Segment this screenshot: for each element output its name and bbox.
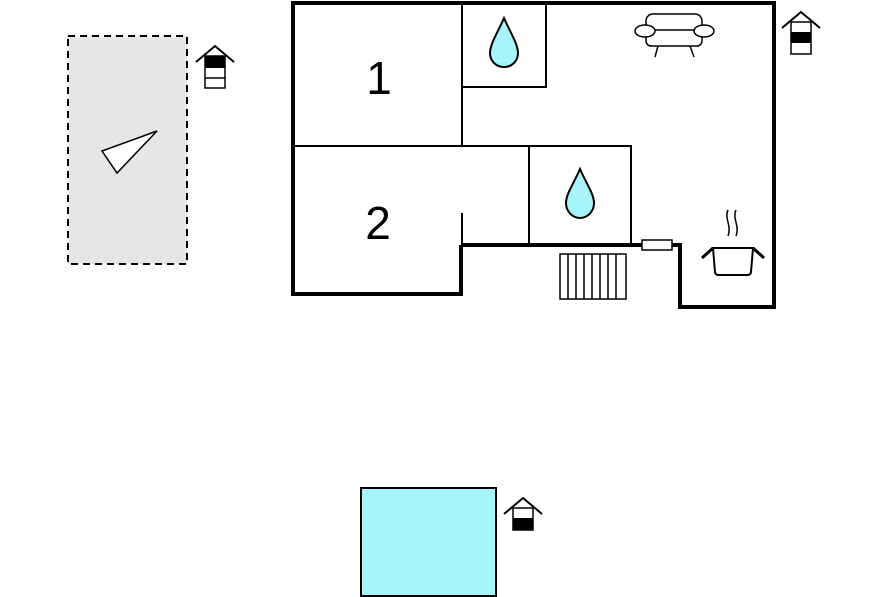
bathroom-middle	[528, 145, 632, 246]
house-floor-icon	[195, 44, 235, 89]
house-floor-icon	[503, 496, 543, 531]
water-drop-icon	[564, 166, 596, 220]
pool	[360, 487, 497, 597]
bathroom-top	[461, 2, 547, 88]
house-floor-icon	[781, 10, 821, 55]
water-drop-icon	[488, 15, 520, 69]
sofa-icon	[634, 13, 715, 58]
room-2-label: 2	[365, 197, 391, 249]
room-1-label: 1	[366, 52, 392, 104]
terrace	[67, 35, 188, 265]
door-threshold	[641, 239, 673, 251]
terrace-icon	[100, 130, 158, 175]
cooking-pot-icon	[700, 209, 766, 276]
house: 1 2	[291, 1, 821, 309]
stairs-icon	[559, 253, 627, 300]
house-outer-wall	[291, 1, 776, 309]
